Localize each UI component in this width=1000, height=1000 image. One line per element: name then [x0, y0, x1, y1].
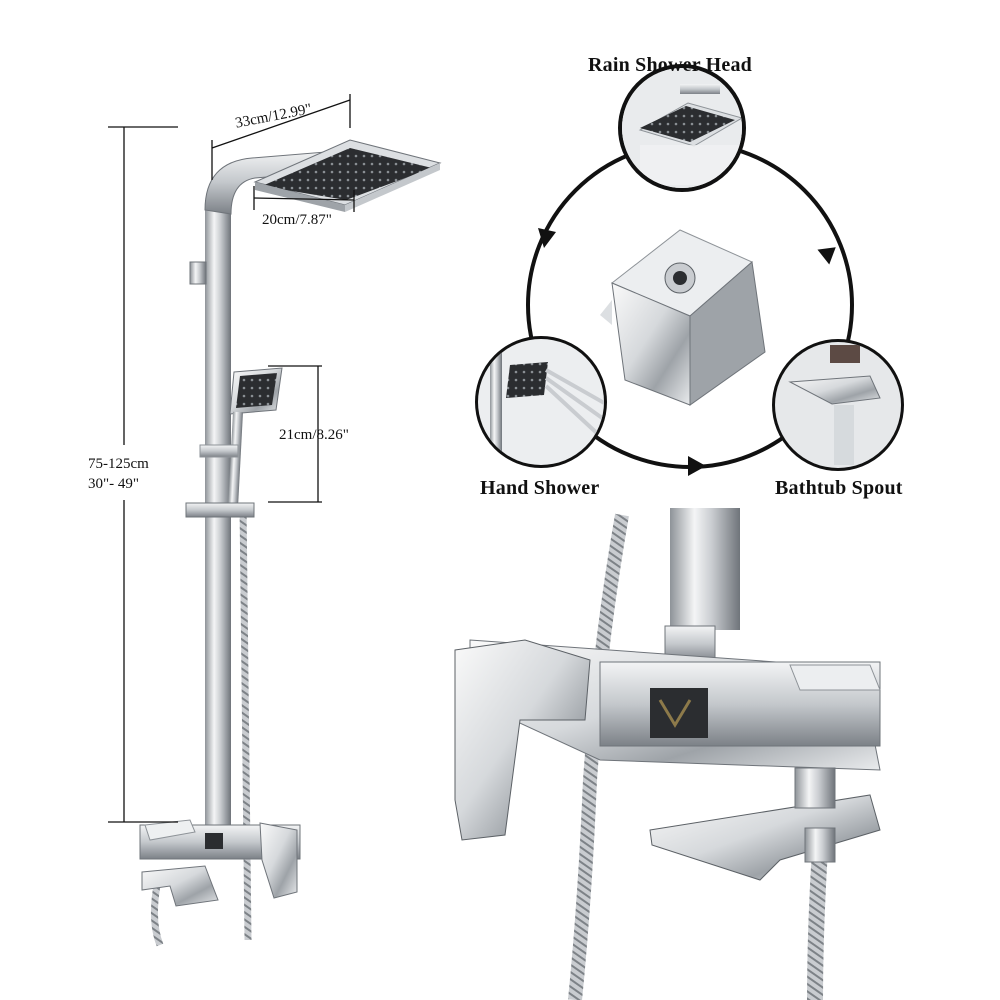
total-height-in-label: 30"- 49" — [88, 476, 139, 492]
arrow-right — [817, 247, 836, 265]
hose — [239, 504, 252, 941]
arrow-left — [538, 228, 556, 248]
closeup-hose — [568, 513, 629, 1000]
rain-head — [253, 139, 442, 212]
mixer-valve — [139, 819, 301, 907]
bathtub-spout-label: Bathtub Spout — [775, 477, 903, 499]
diverter-cube — [600, 229, 766, 406]
slide-bracket — [185, 502, 255, 518]
closeup-riser — [670, 508, 740, 630]
head-depth-label: 20cm/7.87" — [262, 212, 332, 228]
closeup-lever — [454, 639, 591, 841]
dimension-lines — [108, 94, 355, 823]
closeup-label-plate — [650, 688, 708, 738]
total-height-cm-label: 75-125cm — [88, 456, 149, 472]
wall-bracket — [189, 261, 207, 285]
mixer-closeup — [454, 508, 881, 1000]
hand-shower-label: Hand Shower — [480, 477, 600, 499]
arrow-bottom — [688, 456, 706, 476]
hand-shower — [228, 367, 283, 505]
feature-cycle — [475, 64, 904, 476]
rain-shower-head-label: Rain Shower Head — [588, 54, 752, 76]
closeup-spout — [649, 794, 881, 881]
shower-system-drawing — [139, 139, 442, 947]
hand-shower-height-label: 21cm/8.26" — [279, 427, 349, 443]
